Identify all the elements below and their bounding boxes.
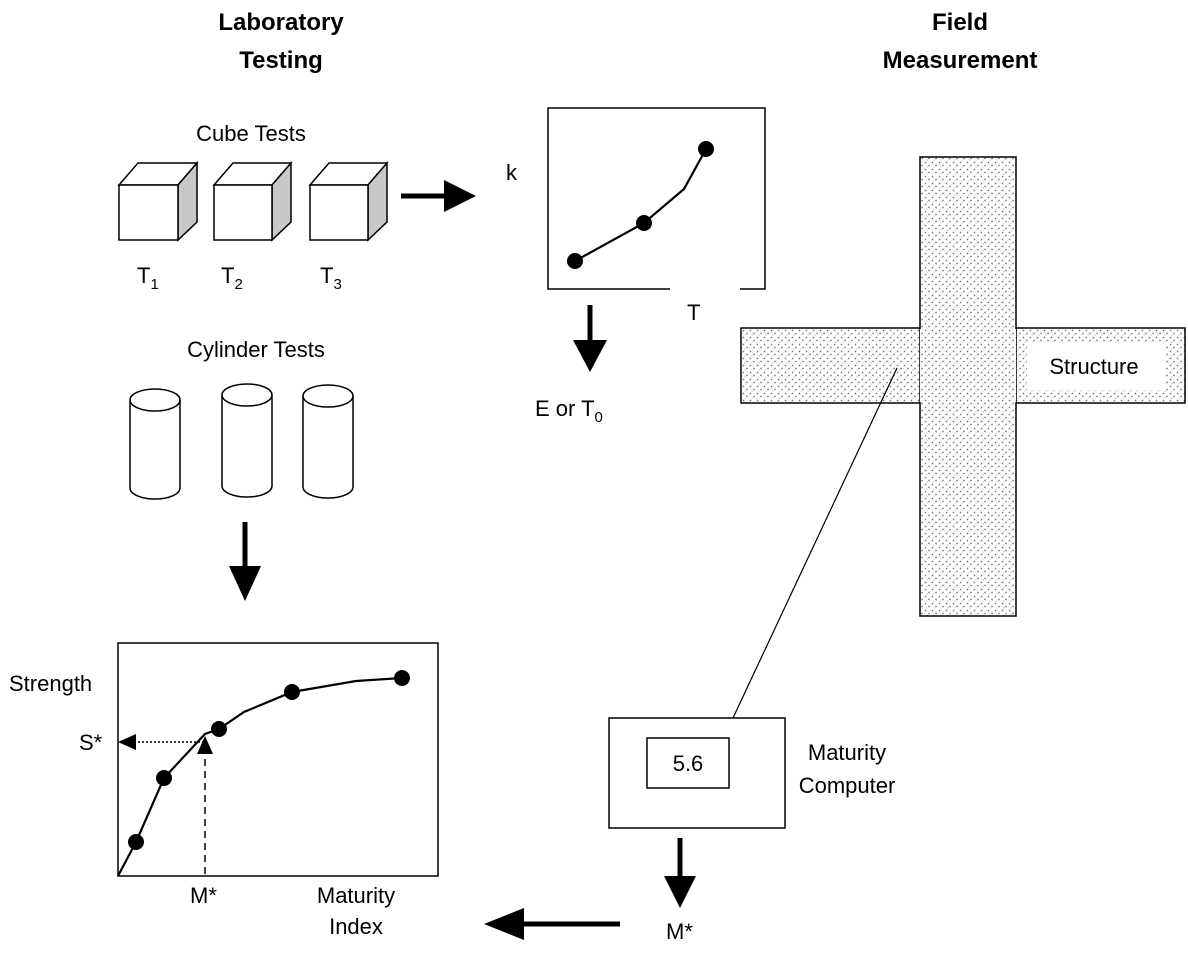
s-star-projection-arrow [118,734,204,750]
structure-label-box [1027,342,1165,390]
s-star-label: S* [79,730,103,755]
structure-shape [740,156,1186,617]
cubes-to-k-plot-arrow [401,180,476,212]
m-star-to-strength-plot-arrow [484,908,620,940]
k-plot-point-1 [567,253,583,269]
strength-plot-point-5 [394,670,410,686]
strength-plot-x-label-line1: Maturity [317,883,395,908]
strength-plot-y-label: Strength [9,671,92,696]
cube-3-temp-label: T3 [320,263,342,293]
k-plot-y-label: k [506,160,518,185]
computer-down-arrow [664,838,696,908]
field-heading-line2: Measurement [883,47,1038,74]
cylinders-to-strength-plot-arrow [229,522,261,601]
cube-1-temp-label: T1 [137,263,159,293]
cube-1 [117,160,199,242]
strength-plot-point-3 [211,721,227,737]
k-plot-frame [547,107,766,290]
computer-m-star-output-label: M* [666,919,693,944]
maturity-computer-display [646,737,730,789]
k-plot-curve [574,148,707,262]
structure-label: Structure [1049,354,1138,379]
cylinder-3 [302,384,354,499]
k-plot-point-3 [698,141,714,157]
k-plot-output-label: E or T0 [535,396,603,426]
strength-plot-point-2 [156,770,172,786]
k-plot-down-arrow [573,305,607,372]
m-star-plot-label: M* [190,883,217,908]
cube-2-temp-label: T2 [221,263,243,293]
strength-plot-point-1 [128,834,144,850]
strength-plot-frame [117,642,439,877]
maturity-computer-label-line2: Computer [799,773,896,798]
strength-plot-x-label-line2: Index [329,914,383,939]
laboratory-heading-line1: Laboratory [218,9,344,36]
laboratory-heading-line2: Testing [239,47,323,74]
k-plot-point-2 [636,215,652,231]
field-heading-line1: Field [932,9,988,36]
m-star-projection-arrow [197,736,213,874]
cylinder-1 [129,388,181,500]
k-plot-x-label: T [687,300,700,325]
sensor-wire [732,367,898,719]
maturity-computer-display-value: 5.6 [673,751,704,776]
cube-3 [308,160,389,242]
cylinder-tests-label: Cylinder Tests [187,337,325,362]
maturity-computer-label-line1: Maturity [808,740,886,765]
cylinder-2 [221,383,273,498]
cube-2 [212,160,293,242]
cube-tests-label: Cube Tests [196,121,306,146]
strength-plot-point-4 [284,684,300,700]
